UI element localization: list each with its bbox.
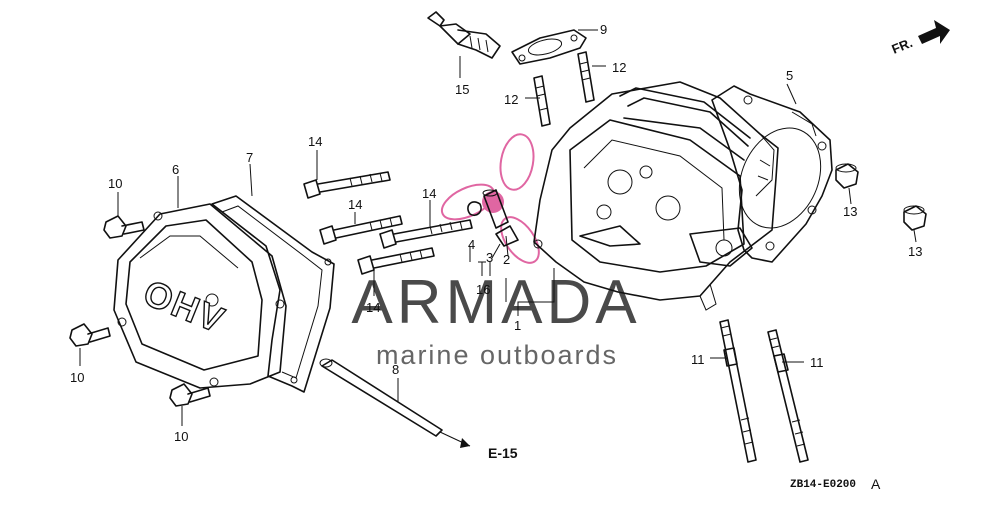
dowel-pin-b <box>903 205 927 231</box>
callout-10-left: 10 <box>70 370 84 385</box>
stud-bolt-upper <box>577 51 595 103</box>
breather-gasket <box>511 29 587 65</box>
front-direction-arrow <box>918 20 950 44</box>
callout-12-lower: 12 <box>504 92 518 107</box>
drawing-revision: A <box>871 476 881 492</box>
callout-13-a: 13 <box>843 204 857 219</box>
callout-14-c: 14 <box>422 186 436 201</box>
front-direction-label: FR. <box>890 35 915 57</box>
armada-logo-mark <box>440 133 540 264</box>
callout-6: 6 <box>172 162 179 177</box>
dowel-pin-a <box>835 163 859 189</box>
cylinder-head <box>533 81 779 311</box>
callout-5: 5 <box>786 68 793 83</box>
callout-11-right: 11 <box>810 355 824 370</box>
callout-1: 1 <box>514 318 521 333</box>
cover-bolt-top <box>103 215 145 239</box>
guide-clip <box>495 225 519 247</box>
watermark-tagline: marine outboards <box>376 340 618 370</box>
callout-2: 2 <box>503 252 510 267</box>
callout-9: 9 <box>600 22 607 37</box>
callout-3: 3 <box>486 250 493 265</box>
callout-10-top: 10 <box>108 176 122 191</box>
callout-13-b: 13 <box>908 244 922 259</box>
callout-11-left: 11 <box>691 352 705 367</box>
cover-bolt-left <box>69 323 111 347</box>
watermark-brand: ARMADA <box>351 268 640 337</box>
callout-15: 15 <box>455 82 469 97</box>
cover-embossing: OHV <box>138 272 231 341</box>
reference-label: E-15 <box>488 445 518 461</box>
cover-gasket <box>211 195 335 393</box>
stud-bolt-lower <box>533 75 551 127</box>
callout-8: 8 <box>392 362 399 377</box>
head-gasket <box>711 85 833 263</box>
callout-7: 7 <box>246 150 253 165</box>
spark-plug <box>427 11 501 59</box>
callout-14-b: 14 <box>348 197 362 212</box>
cover-bolt-bottom <box>169 383 211 407</box>
head-stud-right <box>767 329 809 463</box>
breather-tube <box>319 358 471 448</box>
callout-numbers: 15 9 12 12 5 13 13 11 11 8 14 14 14 14 6… <box>70 22 922 444</box>
flange-bolt-1 <box>303 171 391 199</box>
flange-bolt-3 <box>379 219 473 249</box>
snap-ring <box>467 201 482 217</box>
callout-4: 4 <box>468 237 475 252</box>
head-stud-left <box>719 319 757 463</box>
drawing-code: ZB14-E0200 <box>790 479 856 491</box>
callout-12-upper: 12 <box>612 60 626 75</box>
valve-guide <box>482 189 509 229</box>
callout-16: 16 <box>476 282 490 297</box>
leader-lines <box>79 29 917 426</box>
flange-bolt-2 <box>319 215 403 245</box>
callout-10-bottom: 10 <box>174 429 188 444</box>
callout-14-d: 14 <box>366 300 380 315</box>
callout-14-a: 14 <box>308 134 322 149</box>
